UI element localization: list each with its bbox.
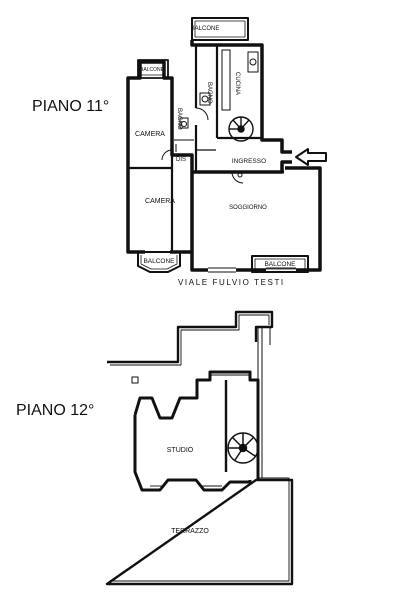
terrazzo-outline	[105, 310, 294, 586]
floor-12-plan: STUDIO TERRAZZO	[105, 310, 294, 586]
kitchen-fixtures	[221, 49, 259, 111]
room-label-camera-1: CAMERA	[135, 131, 165, 138]
floor-11-outline	[126, 40, 322, 272]
room-label-bagno-1: BAGNO	[206, 82, 212, 104]
floor-11-plan: BALCONE BALCONE BAGNO BAGNO CUCINA CAMER…	[126, 17, 327, 273]
light-point	[237, 172, 243, 178]
door-arcs-11	[161, 107, 244, 184]
room-label-ingresso: INGRESSO	[232, 158, 266, 165]
balcone-bottom-left	[137, 251, 181, 273]
room-label-balcone-top: BALCONE	[191, 26, 220, 32]
room-label-balcone-bottom-right: BALCONE	[264, 261, 296, 268]
street-label: VIALE FULVIO TESTI	[178, 278, 285, 287]
spiral-staircase-icon	[228, 116, 254, 142]
room-label-cucina: CUCINA	[234, 72, 240, 95]
bathroom-fixtures	[174, 92, 211, 152]
roof-edge-details	[257, 326, 271, 478]
room-label-balcone-left: BALCONE	[140, 67, 165, 73]
floor-label-11: PIANO 11°	[32, 98, 110, 115]
windows-12	[150, 374, 250, 487]
room-label-soggiorno: SOGGIORNO	[229, 205, 267, 211]
interior-walls-11	[128, 45, 284, 252]
skylight	[131, 376, 139, 384]
balcone-left	[137, 59, 169, 79]
room-label-terrazzo: TERRAZZO	[171, 528, 209, 535]
room-label-balcone-bottom-left: BALCONE	[143, 258, 175, 265]
balcone-bottom-right	[251, 255, 309, 273]
room-label-bagno-2: BAGNO	[176, 108, 182, 130]
studio-outline	[133, 370, 260, 492]
floor-label-12: PIANO 12°	[16, 402, 95, 419]
room-label-camera-2: CAMERA	[145, 198, 175, 205]
room-label-dis: DIS	[176, 157, 186, 163]
balcone-top	[191, 17, 249, 41]
room-label-studio: STUDIO	[167, 447, 194, 454]
terrazzo-inner-edge	[109, 314, 290, 582]
spiral-staircase-icon-12	[227, 432, 259, 464]
entrance-arrow-icon[interactable]	[295, 148, 327, 166]
